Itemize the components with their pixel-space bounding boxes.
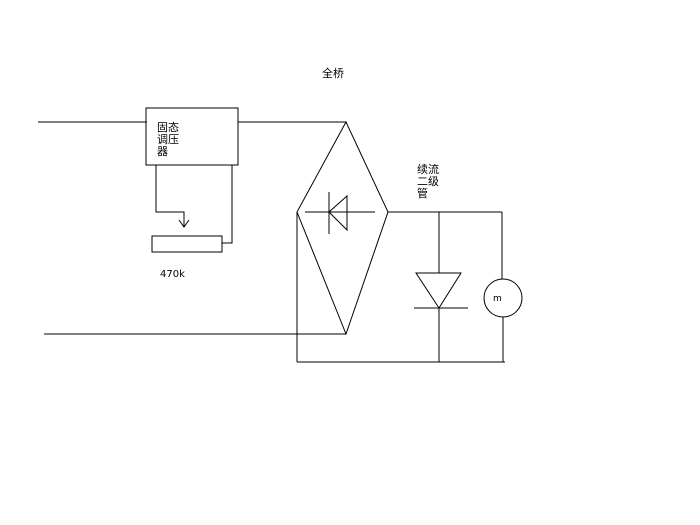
freewheel-diode-triangle [415, 272, 462, 309]
ssr-label-line2: 调压 [157, 133, 179, 146]
ssr-label-line3: 器 [157, 145, 168, 158]
pot-return-wire [222, 165, 233, 244]
bridge-label: 全桥 [322, 67, 344, 80]
pot-wiper-wire [155, 165, 185, 226]
motor-label: m [493, 294, 502, 304]
ssr-label-line1: 固态 [157, 121, 179, 134]
potentiometer [151, 235, 223, 253]
motor-circle [483, 278, 523, 318]
pot-wiper-arrow [178, 219, 190, 228]
bridge-rhombus [296, 120, 389, 336]
pot-value-label: 470k [160, 269, 185, 280]
bridge-diode-triangle [328, 194, 348, 232]
diode-label-line2: 二级 [417, 175, 439, 188]
ssr-box [145, 107, 239, 166]
diode-label-line3: 管 [417, 187, 428, 200]
diode-label-line1: 续流 [417, 163, 439, 176]
